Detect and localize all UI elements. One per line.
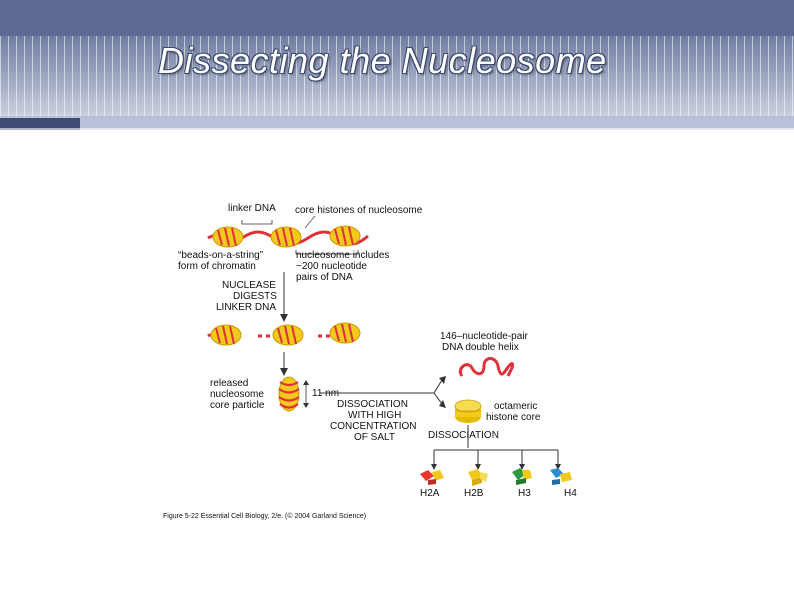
label-nuclease-1: NUCLEASE bbox=[222, 280, 276, 291]
label-nuclease-2: DIGESTS bbox=[233, 291, 277, 302]
octameric-core bbox=[454, 399, 482, 423]
nucleosome-bead bbox=[212, 226, 244, 248]
label-dissoc-salt-3: CONCENTRATION bbox=[330, 421, 416, 432]
label-h2a: H2A bbox=[420, 488, 440, 499]
nucleosome-bead bbox=[272, 324, 304, 346]
figure-caption: Figure 5-22 Essential Cell Biology, 2/e.… bbox=[163, 512, 366, 520]
label-nuclease-3: LINKER DNA bbox=[216, 302, 276, 313]
slide-title: Dissecting the Nucleosome bbox=[158, 40, 607, 81]
label-includes-1: nucleosome includes bbox=[296, 250, 389, 261]
label-dissoc-salt-2: WITH HIGH bbox=[348, 410, 401, 421]
header-background bbox=[0, 0, 794, 130]
label-linker-dna: linker DNA bbox=[228, 203, 276, 214]
label-octamer-2: histone core bbox=[486, 412, 541, 423]
label-helix-1: 146–nucleotide-pair bbox=[440, 331, 529, 342]
histone-h2b-blocks bbox=[468, 469, 488, 486]
label-dissoc-salt-1: DISSOCIATION bbox=[337, 399, 408, 410]
label-helix-2: DNA double helix bbox=[442, 342, 519, 353]
label-dissociation: DISSOCIATION bbox=[428, 430, 499, 441]
label-released-1: released bbox=[210, 378, 248, 389]
slide-header: Dissecting the Nucleosome bbox=[0, 0, 794, 130]
label-octamer-1: octameric bbox=[494, 401, 537, 412]
label-includes-3: pairs of DNA bbox=[296, 272, 353, 283]
label-released-2: nucleosome bbox=[210, 389, 264, 400]
label-h3: H3 bbox=[518, 488, 531, 499]
core-particle bbox=[278, 376, 300, 412]
nucleosome-bead bbox=[329, 225, 361, 247]
label-beads-1: “beads-on-a-string” bbox=[178, 250, 263, 261]
linker-bracket bbox=[241, 220, 273, 225]
nucleosome-bead bbox=[270, 226, 302, 248]
free-dna-helix bbox=[458, 357, 514, 377]
nucleosome-bracket bbox=[295, 250, 359, 255]
histone-h2a-blocks bbox=[420, 470, 444, 485]
nucleosome-bead bbox=[329, 322, 361, 344]
histone-h3-blocks bbox=[512, 468, 532, 485]
label-core-histones: core histones of nucleosome bbox=[295, 205, 423, 216]
label-dissoc-salt-4: OF SALT bbox=[354, 432, 395, 443]
label-released-3: core particle bbox=[210, 400, 265, 411]
label-h4: H4 bbox=[564, 488, 577, 499]
nucleosome-bead bbox=[210, 324, 242, 346]
label-includes-2: ~200 nucleotide bbox=[296, 261, 367, 272]
label-h2b: H2B bbox=[464, 488, 484, 499]
label-beads-2: form of chromatin bbox=[178, 261, 256, 272]
histone-h4-blocks bbox=[550, 468, 572, 485]
nucleosome-figure: linker DNA core histones of nucleosome “… bbox=[150, 190, 610, 530]
nucleosome-diagram: linker DNA core histones of nucleosome “… bbox=[163, 203, 577, 520]
